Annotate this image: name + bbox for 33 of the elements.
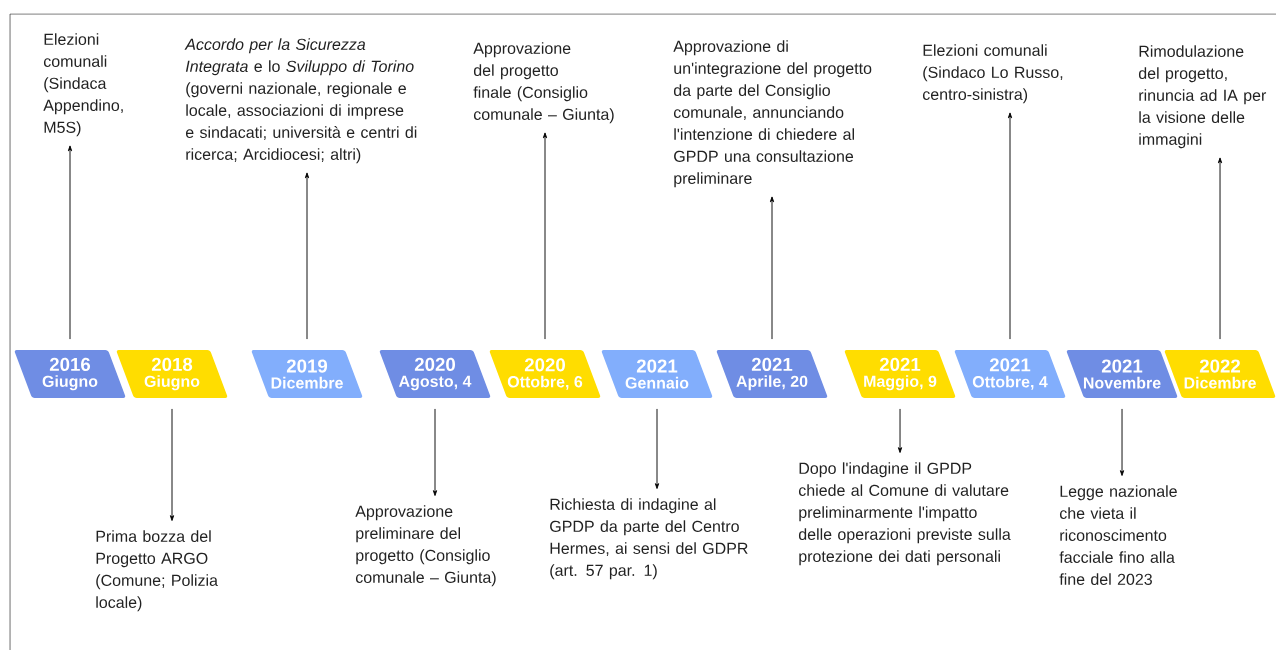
arrow <box>67 145 73 340</box>
arrow <box>897 408 903 453</box>
date-tag: 2018 Giugno <box>116 350 228 398</box>
arrow <box>432 408 438 496</box>
event-text: Elezioni comunali (Sindaco Lo Russo, centro-sinistra) <box>922 44 1063 104</box>
event-text: Elezioni comunali (Sindaca Appendino, M5S) <box>43 33 123 137</box>
date-tag: 2021 Maggio, 9 <box>844 350 956 398</box>
event-text: Approvazione del progetto finale (Consiglio comunale – Giunta) <box>473 42 614 124</box>
arrow <box>1217 157 1223 340</box>
arrow <box>304 172 310 340</box>
arrow <box>769 196 775 340</box>
date-tag: 2020 Ottobre, 6 <box>489 350 601 398</box>
date-tag: 2021 Novembre <box>1066 350 1178 398</box>
event-text: Approvazione di un'integrazione del progetto da parte del Consiglio comunale, annunciando l'intenzione di chiedere al GPDP una consultazione preliminare <box>673 40 872 188</box>
date-tag: 2021 Aprile, 20 <box>716 350 828 398</box>
date-tag: 2021 Gennaio <box>601 350 713 398</box>
arrow <box>169 408 175 521</box>
event-text: Rimodulazione del progetto, rinuncia ad IA per la visione delle immagini <box>1138 45 1267 149</box>
event-text: Legge nazionale che vieta il riconoscimento facciale fino alla fine del 2023 <box>1059 485 1177 585</box>
event-text: Richiesta di indagine al GPDP da parte del Centro Hermes, ai sensi del GDPR (art. 57 par. 1) <box>550 498 748 580</box>
date-tag: 2022 Dicembre <box>1164 350 1276 398</box>
date-tag: 2020 Agosto, 4 <box>379 350 491 398</box>
arrow <box>654 408 660 489</box>
event-text: Dopo l'indagine il GPDP chiede al Comune di valutare preliminarmente l'impatto delle operazioni previste sulla protezione dei dati personali <box>798 462 1011 566</box>
arrow <box>1119 408 1125 476</box>
arrow <box>542 132 548 340</box>
date-tag: 2019 Dicembre <box>251 350 363 398</box>
event-text: Accordo per la Sicurezza Integrata e lo Sviluppo di Torino (governi nazionale, regionale e locale, associazioni di imprese e sindacati; università e centri di ricerca; Arcidiocesi; altri) <box>184 38 417 164</box>
date-tag: 2021 Ottobre, 4 <box>954 350 1066 398</box>
date-tag: 2016 Giugno <box>14 350 126 398</box>
event-text: Prima bozza del Progetto ARGO (Comune; Polizia locale) <box>96 530 218 612</box>
arrow <box>1007 112 1013 340</box>
event-text: Approvazione preliminare del progetto (Consiglio comunale – Giunta) <box>355 505 496 587</box>
